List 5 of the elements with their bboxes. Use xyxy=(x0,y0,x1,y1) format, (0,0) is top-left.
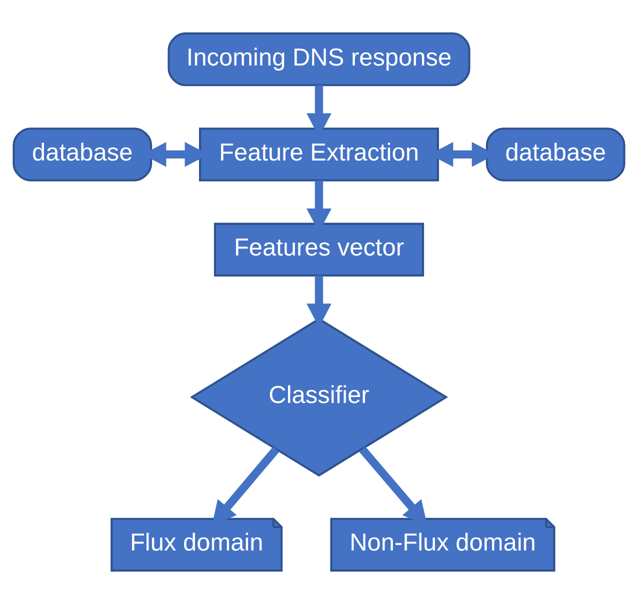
node-box: Incoming DNS response xyxy=(168,32,470,86)
node-box: Features vector xyxy=(214,222,424,276)
node-box: database xyxy=(12,127,152,181)
node-box: database xyxy=(486,127,626,181)
node-box: Feature Extraction xyxy=(199,127,439,181)
